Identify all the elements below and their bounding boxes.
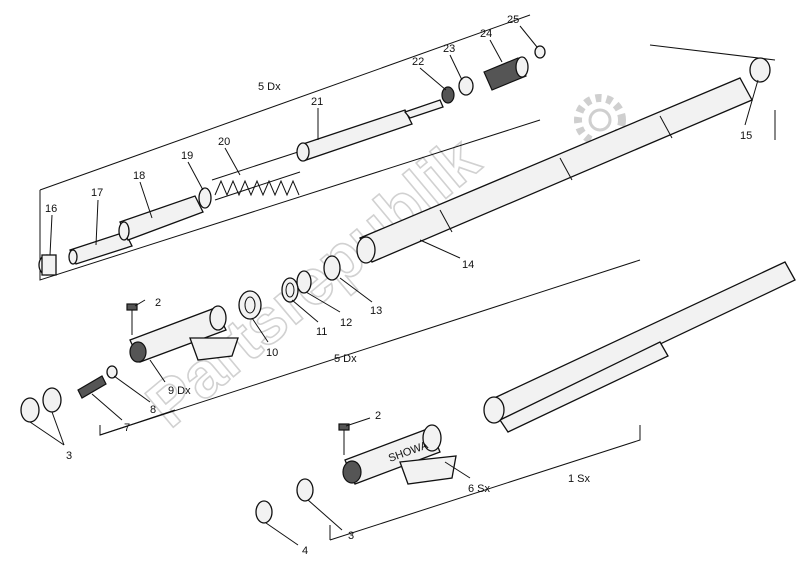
- part-23-ring: [458, 76, 474, 96]
- label-part-12: 12: [340, 317, 352, 329]
- part-4-clamp: [255, 500, 273, 524]
- part-3-clamps-left: [20, 387, 62, 423]
- label-part-8: 8: [150, 404, 156, 416]
- part-6-slider: SHOWA: [342, 424, 457, 485]
- part-19-washer: [198, 187, 212, 209]
- label-part-14: 14: [462, 259, 474, 271]
- part-24-cap: [483, 56, 529, 91]
- label-part-3-lower: 3: [348, 530, 354, 542]
- part-2-bolt-upper: [126, 303, 138, 335]
- label-part-1: 1 Sx: [568, 473, 591, 485]
- label-part-18: 18: [133, 170, 145, 182]
- part-10-dust-seal: [238, 290, 262, 320]
- label-part-7: 7: [124, 422, 130, 434]
- label-part-24: 24: [480, 28, 492, 40]
- group-frame-lower: [329, 425, 641, 541]
- part-8-washer: [106, 365, 118, 379]
- label-part-9: 9 Dx: [168, 385, 191, 397]
- part-1-fork-tube: [483, 261, 796, 433]
- part-2-bolt-lower: [338, 423, 350, 455]
- part-3-clamp-lower: [296, 478, 314, 502]
- label-part-3-left: 3: [66, 450, 72, 462]
- label-part-25: 25: [507, 14, 519, 26]
- label-part-6: 6 Sx: [468, 483, 491, 495]
- part-13-bushing: [323, 255, 341, 281]
- label-part-15: 15: [740, 130, 752, 142]
- label-part-4: 4: [302, 545, 308, 557]
- label-part-2-lower: 2: [375, 410, 381, 422]
- part-25-clip: [534, 45, 546, 59]
- label-part-21: 21: [311, 96, 323, 108]
- part-18-tube: [118, 195, 204, 241]
- part-11-seal: [281, 277, 299, 303]
- label-part-22: 22: [412, 56, 424, 68]
- label-part-16: 16: [45, 203, 57, 215]
- part-15-cap-nut: [749, 57, 771, 83]
- part-21-damper-rod: [296, 99, 444, 162]
- part-9-slider: [129, 305, 239, 363]
- label-part-19: 19: [181, 150, 193, 162]
- group-frame-middle: [99, 44, 776, 436]
- part-12-washer: [296, 270, 312, 294]
- part-22-nut: [441, 86, 455, 104]
- label-part-13: 13: [370, 305, 382, 317]
- part-16-bushing: [38, 254, 57, 276]
- part-17-rod: [68, 231, 133, 265]
- label-part-17: 17: [91, 187, 103, 199]
- label-part-2-upper: 2: [155, 297, 161, 309]
- part-7-axle-pin: [77, 375, 107, 399]
- label-group-5-middle: 5 Dx: [334, 353, 357, 365]
- label-part-23: 23: [443, 43, 455, 55]
- part-20-spring: [211, 151, 301, 201]
- label-part-11: 11: [316, 326, 327, 338]
- label-group-5-upper: 5 Dx: [258, 81, 281, 93]
- part-labels: 1 Sx 2 2 3 3 4 5 Dx 5 Dx 6 Sx 7 8 9 Dx 1…: [45, 14, 752, 557]
- label-part-20: 20: [218, 136, 230, 148]
- leader-lines: [29, 25, 759, 546]
- label-part-10: 10: [266, 347, 278, 359]
